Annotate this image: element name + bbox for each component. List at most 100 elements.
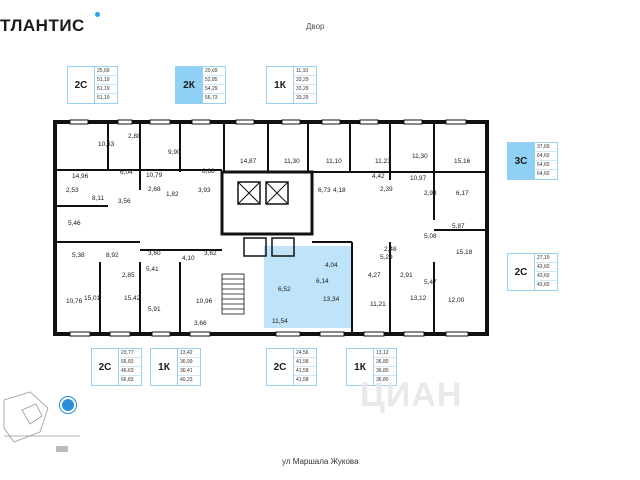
apartment-card-1k-bottom-left[interactable]: 1К 13,42 36,99 36,41 40,23 xyxy=(150,348,201,386)
room-area: 14,87 xyxy=(240,158,257,165)
room-area: 5,87 xyxy=(452,223,465,230)
interior-walls xyxy=(55,122,487,334)
room-area: 4,18 xyxy=(333,187,346,194)
room-area: 2,39 xyxy=(380,186,393,193)
elevator xyxy=(271,237,295,257)
area-value: 64,60 xyxy=(535,161,557,170)
room-area: 15,16 xyxy=(454,158,471,165)
area-value: 24,56 xyxy=(294,349,316,358)
room-area: 5,08 xyxy=(424,233,437,240)
apartment-card-2c-top[interactable]: 2С 25,69 51,19 51,19 51,19 xyxy=(67,66,118,104)
area-list: 24,56 41,58 41,58 41,58 xyxy=(293,349,316,385)
room-area: 6,52 xyxy=(278,286,291,293)
room-area: 11,10 xyxy=(326,158,342,165)
room-area: 11,23 xyxy=(375,158,391,165)
room-area: 2,85 xyxy=(122,272,135,279)
area-value: 13,12 xyxy=(374,349,396,358)
compass-icon xyxy=(60,397,76,413)
apartment-type: 1К xyxy=(158,361,170,373)
elevator xyxy=(265,181,289,205)
apartment-type: 2С xyxy=(98,361,112,373)
area-value: 54,29 xyxy=(203,85,225,94)
apartment-card-2c-right[interactable]: 2С 27,19 43,60 43,60 43,60 xyxy=(507,253,558,291)
room-area: 3,60 xyxy=(148,250,161,257)
area-value: 36,41 xyxy=(178,367,200,376)
area-value: 36,80 xyxy=(374,358,396,367)
room-area: 1,82 xyxy=(166,191,179,198)
room-area: 6,17 xyxy=(456,190,469,197)
area-value: 51,19 xyxy=(97,95,110,101)
room-area: 5,46 xyxy=(68,220,81,227)
apartment-card-1k-bottom-right[interactable]: 1К 13,12 36,80 36,80 36,80 xyxy=(346,348,397,386)
apartment-card-2c-bottom-left[interactable]: 2С 23,77 66,83 46,63 66,83 xyxy=(91,348,142,386)
area-value: 56,73 xyxy=(205,95,218,101)
room-area: 2,98 xyxy=(424,190,437,197)
room-area: 10,97 xyxy=(410,175,427,182)
area-value: 41,58 xyxy=(296,377,309,383)
area-value: 51,19 xyxy=(95,76,117,85)
room-area: 5,41 xyxy=(146,266,159,273)
room-area: 4,04 xyxy=(325,262,338,269)
brand-logo: ТЛАНТИС xyxy=(0,16,85,35)
room-area: 11,21 xyxy=(370,301,386,308)
room-area: 3,56 xyxy=(118,198,131,205)
apartment-card-3c-right[interactable]: 3С 37,69 64,60 64,60 64,60 xyxy=(507,142,558,180)
apartment-type: 2С xyxy=(74,79,88,91)
area-value: 43,60 xyxy=(535,272,557,281)
area-value: 33,29 xyxy=(294,76,316,85)
room-area: 4,27 xyxy=(368,272,381,279)
area-value: 40,23 xyxy=(180,377,193,383)
area-value: 41,58 xyxy=(294,367,316,376)
room-area: 9,90 xyxy=(168,149,181,156)
area-value: 64,60 xyxy=(537,171,550,177)
room-area: 14,96 xyxy=(72,173,89,180)
room-area: 11,30 xyxy=(284,158,300,165)
area-list: 27,19 43,60 43,60 43,60 xyxy=(534,254,557,290)
area-value: 20,69 xyxy=(203,67,225,76)
room-area: 12,00 xyxy=(448,297,465,304)
area-list: 20,69 52,85 54,29 56,73 xyxy=(202,67,225,103)
area-value: 33,29 xyxy=(296,95,309,101)
apartment-type: 1К xyxy=(354,361,366,373)
area-list: 25,69 51,19 51,19 51,19 xyxy=(94,67,117,103)
area-value: 64,60 xyxy=(535,152,557,161)
room-area: 10,79 xyxy=(146,172,163,179)
room-area: 15,42 xyxy=(124,295,141,302)
apartment-card-2c-bottom[interactable]: 2С 24,56 41,58 41,58 41,58 xyxy=(266,348,317,386)
room-area: 15,01 xyxy=(84,295,101,302)
area-list: 13,42 36,99 36,41 40,23 xyxy=(177,349,200,385)
courtyard-label: Двор xyxy=(306,22,325,31)
area-value: 25,69 xyxy=(95,67,117,76)
area-value: 41,58 xyxy=(294,358,316,367)
room-area: 2,48 xyxy=(384,246,397,253)
area-value: 52,85 xyxy=(203,76,225,85)
room-area: 2,68 xyxy=(148,186,161,193)
apartment-type: 3С xyxy=(508,143,534,179)
watermark: ЦИАН xyxy=(360,376,463,414)
room-area: 10,96 xyxy=(196,298,213,305)
area-value: 46,63 xyxy=(119,367,141,376)
room-area: 10,76 xyxy=(66,298,83,305)
area-value: 33,29 xyxy=(294,85,316,94)
room-area: 3,93 xyxy=(198,187,211,194)
room-area: 11,54 xyxy=(272,318,288,325)
area-value: 27,19 xyxy=(535,254,557,263)
room-area: 3,66 xyxy=(194,320,207,327)
room-area: 5,47 xyxy=(424,279,437,286)
room-area: 6,04 xyxy=(120,169,133,176)
room-area: 4,10 xyxy=(182,255,195,262)
area-value: 43,60 xyxy=(537,282,550,288)
room-area: 8,11 xyxy=(92,195,105,202)
site-map-thumbnail xyxy=(3,391,80,452)
apartment-card-1k-top[interactable]: 1К 11,10 33,29 33,29 33,29 xyxy=(266,66,317,104)
area-value: 66,83 xyxy=(121,377,134,383)
apartment-type: 2К xyxy=(176,67,202,103)
apartment-card-2k-top[interactable]: 2К 20,69 52,85 54,29 56,73 xyxy=(175,66,226,104)
highlighted-apartment[interactable] xyxy=(264,246,352,328)
area-value: 13,42 xyxy=(178,349,200,358)
street-label: ул Маршала Жукова xyxy=(282,457,359,466)
brand-dot xyxy=(95,12,100,17)
room-area: 5,38 xyxy=(72,252,85,259)
room-area: 6,14 xyxy=(316,278,329,285)
